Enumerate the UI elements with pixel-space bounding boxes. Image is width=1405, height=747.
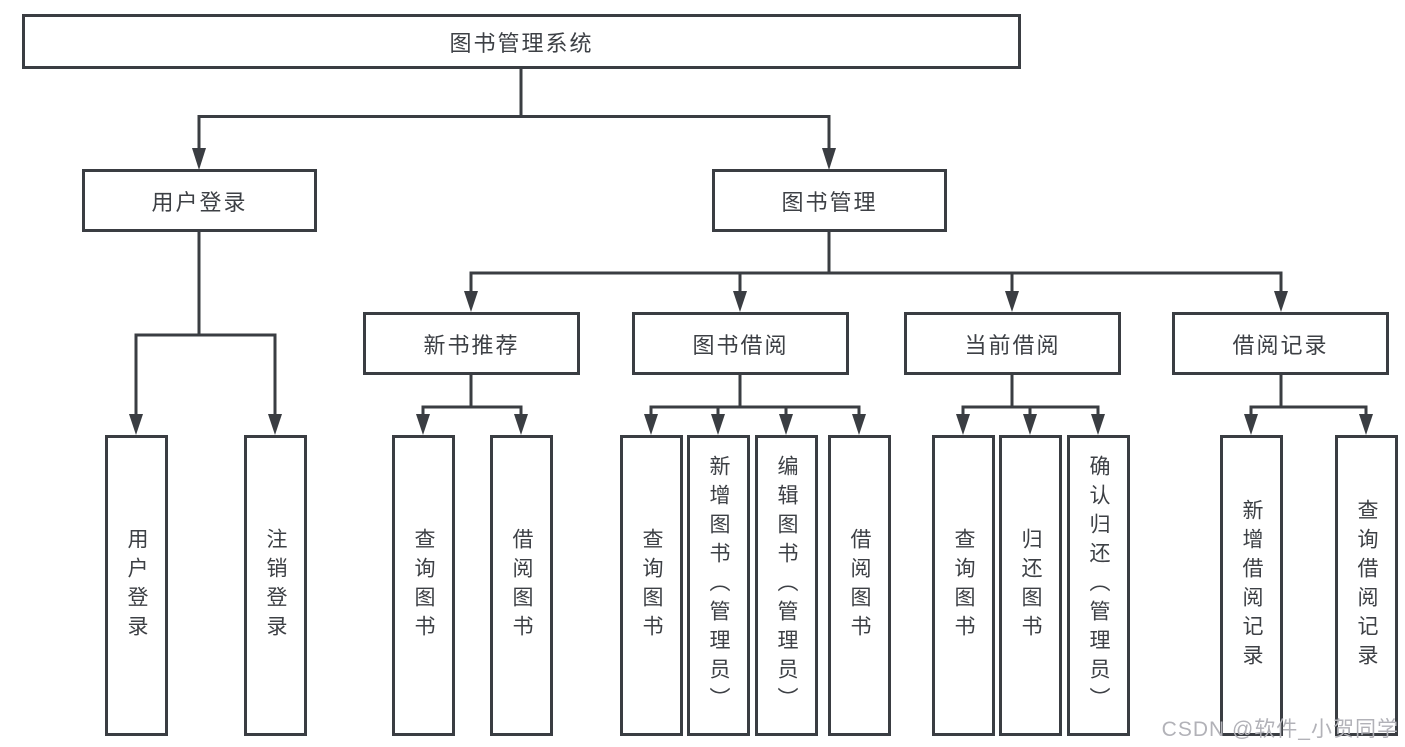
leaf-edit-books-admin: 编辑图书（管理员） — [755, 435, 818, 736]
leaf-query-books-recommend: 查询图书 — [392, 435, 455, 736]
csdn-watermark: CSDN @软件_小贺同学 — [1161, 718, 1399, 741]
leaf-label: 用户登录 — [125, 527, 148, 644]
leaf-label: 新增借阅记录 — [1240, 498, 1263, 673]
leaf-label: 注销登录 — [264, 527, 287, 644]
node-current-borrowing: 当前借阅 — [904, 312, 1121, 375]
node-label: 当前借阅 — [964, 332, 1061, 358]
leaf-confirm-return-admin: 确认归还（管理员） — [1067, 435, 1130, 736]
leaf-label: 借阅图书 — [510, 527, 533, 644]
leaf-label: 借阅图书 — [848, 527, 871, 644]
leaf-query-books-current: 查询图书 — [932, 435, 995, 736]
leaf-label: 查询图书 — [952, 527, 975, 644]
node-label: 图书管理 — [781, 189, 878, 215]
node-book-borrowing: 图书借阅 — [632, 312, 849, 375]
leaf-label: 查询图书 — [412, 527, 435, 644]
leaf-user-login: 用户登录 — [105, 435, 168, 736]
node-label: 新书推荐 — [423, 332, 520, 358]
leaf-label: 确认归还（管理员） — [1087, 455, 1110, 716]
node-label: 图书借阅 — [692, 332, 789, 358]
leaf-add-books-admin: 新增图书（管理员） — [687, 435, 750, 736]
node-borrowing-records: 借阅记录 — [1172, 312, 1389, 375]
node-label: 借阅记录 — [1232, 332, 1329, 358]
leaf-borrow-books: 借阅图书 — [828, 435, 891, 736]
leaf-label: 查询图书 — [640, 527, 663, 644]
leaf-add-borrow-record: 新增借阅记录 — [1220, 435, 1283, 736]
node-book-management: 图书管理 — [712, 169, 947, 232]
node-label: 用户登录 — [151, 189, 248, 215]
leaf-label: 新增图书（管理员） — [707, 455, 730, 716]
leaf-logout: 注销登录 — [244, 435, 307, 736]
leaf-query-books-borrowing: 查询图书 — [620, 435, 683, 736]
leaf-query-borrow-record: 查询借阅记录 — [1335, 435, 1398, 736]
leaf-label: 编辑图书（管理员） — [775, 455, 798, 716]
leaf-label: 查询借阅记录 — [1355, 498, 1378, 673]
node-library-management-system: 图书管理系统 — [22, 14, 1021, 69]
node-label: 图书管理系统 — [449, 30, 594, 56]
node-user-login: 用户登录 — [82, 169, 317, 232]
node-new-book-recommendation: 新书推荐 — [363, 312, 580, 375]
leaf-label: 归还图书 — [1019, 527, 1042, 644]
leaf-return-books: 归还图书 — [999, 435, 1062, 736]
leaf-borrow-books-recommend: 借阅图书 — [490, 435, 553, 736]
